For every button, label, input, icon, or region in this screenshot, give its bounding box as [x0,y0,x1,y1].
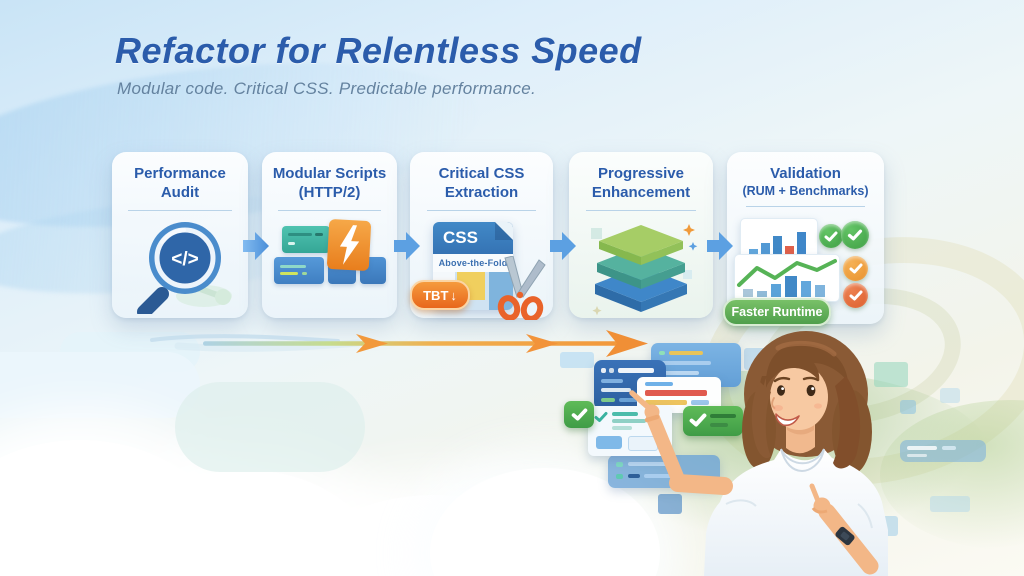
step-label-line1: Validation [770,165,841,182]
step-label-line1: Performance [134,165,226,182]
check-badge-icon [564,401,594,428]
flow-arrow-icon [707,232,733,260]
code-glyph: </> [171,249,198,270]
deco-square [930,496,970,512]
step-label-line2: Extraction [444,183,519,201]
face [770,364,828,430]
scissors-icon [497,256,546,320]
eye [806,384,816,397]
flow-arrow-icon [550,232,576,260]
flow-step-validation: Validation(RUM + Benchmarks) [723,152,884,326]
check-circle-green-icon [819,224,843,248]
check-icon [689,413,707,427]
step-label-line2: Audit [160,183,200,201]
watch [835,526,855,546]
tbt-badge: TBT↓ [410,280,470,310]
deco-square [658,494,682,514]
step-label-line1: Progressive [598,165,684,182]
stacked-layers-icon [591,224,698,316]
deco-square [940,388,960,403]
check-circle-orange-icon [843,256,868,281]
divider [427,209,536,211]
step-label: Validation(RUM + Benchmarks) [727,165,884,199]
page-title: Refactor for Relentless Speed [115,30,642,71]
step-label-line2: (HTTP/2) [298,183,361,201]
above-the-fold-label: Above-the-Fold [433,254,513,272]
down-arrow-icon: ↓ [450,287,457,303]
divider [745,206,866,208]
cloud [175,382,365,472]
step-label: Modular Scripts(HTTP/2) [262,165,397,203]
faster-runtime-badge: Faster Runtime [723,298,831,326]
magnifier-code-icon: </> [137,222,232,314]
tbt-label: TBT [423,287,449,303]
cloud [0,352,200,418]
flow-arrow-icon [243,232,269,260]
divider [586,209,696,211]
pointing-finger [629,390,652,411]
deco-square [900,400,916,414]
check-circle-green-icon [841,221,869,249]
trend-chart-icon [737,259,837,297]
woman-illustration [629,331,888,576]
deco-panel [900,440,986,462]
lightning-icon [339,225,360,265]
star-icon [592,306,602,316]
smile [775,413,800,427]
check-icon [594,412,608,422]
star-icon [683,224,695,236]
flow-arrow-icon [394,232,420,260]
page-subtitle: Modular code. Critical CSS. Predictable … [117,79,537,98]
step-label-line1: Critical CSS [438,165,525,182]
deco-square [874,362,908,387]
blue-module-block [274,257,324,284]
star-icon [688,242,698,251]
eye [777,385,785,396]
step-label-line2: (RUM + Benchmarks) [742,183,869,198]
divider [128,209,232,211]
step-label-line1: Modular Scripts [272,165,387,182]
flow-step-modular-scripts: Modular Scripts(HTTP/2) [262,152,397,318]
step-label-line2: Enhancement [591,183,691,201]
check-badge-labelled [683,406,743,436]
trend-chart-card [734,254,840,302]
deco-square [560,352,594,368]
timeline-arrow-icon [150,330,648,357]
divider [278,209,381,211]
check-circle-red-orange-icon [843,283,868,308]
lightning-block [326,218,372,272]
folded-corner [495,222,513,240]
teal-module-block [282,226,330,253]
